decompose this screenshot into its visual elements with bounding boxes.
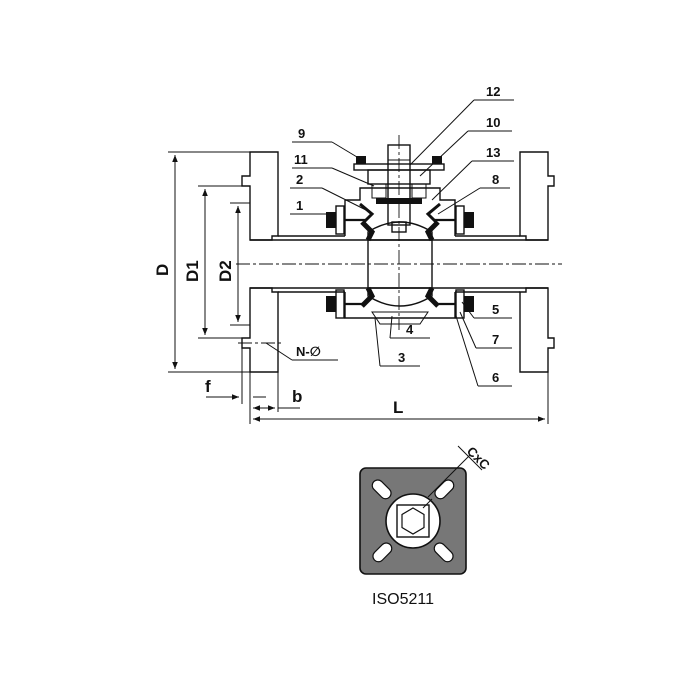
bolt-hole-leader (265, 342, 293, 361)
left-flange (241, 151, 279, 241)
ball (367, 221, 433, 307)
left-flange-lower (241, 287, 279, 373)
right-flange-lower (519, 287, 555, 373)
dim-D2-label: D2 (216, 260, 235, 282)
body-bottom-cap (371, 311, 429, 325)
callout-6: 6 (492, 370, 499, 385)
mounting-slot-bottom-left (372, 542, 393, 563)
dimension-lines (168, 151, 549, 424)
bolt-top-left (326, 205, 366, 235)
dimension-labels: D D1 D2 f b L N-∅ (153, 260, 403, 417)
callout-8: 8 (492, 172, 499, 187)
callout-labels: 12 10 13 8 9 11 2 1 4 3 5 7 6 (294, 84, 500, 385)
callout-12: 12 (486, 84, 500, 99)
packing-left (371, 183, 387, 199)
callout-1: 1 (296, 198, 303, 213)
stem-hexagon (401, 507, 425, 535)
dim-D-label: D (153, 264, 172, 276)
dim-D1-label: D1 (183, 260, 202, 282)
bolt-bottom-left (326, 289, 366, 319)
callout-7: 7 (492, 332, 499, 347)
bolt-top-right (434, 205, 474, 235)
seat-left-bottom (360, 286, 376, 308)
body-seal-left (359, 202, 375, 224)
mounting-slot-bottom-right (433, 542, 454, 563)
stem-square-label: CxC (464, 444, 493, 473)
bolt-bottom-right (434, 289, 474, 319)
callout-13: 13 (486, 145, 500, 160)
bolt-holes-label: N-∅ (296, 344, 321, 359)
callout-5: 5 (492, 302, 499, 317)
callout-10: 10 (486, 115, 500, 130)
callout-4: 4 (406, 322, 414, 337)
callout-3: 3 (398, 350, 405, 365)
iso5211-top-view: CxC ISO5211 (359, 444, 493, 608)
packing-right (411, 183, 427, 199)
lock-bolt-left (356, 156, 366, 164)
valve-section-view (236, 135, 562, 373)
body-seal-right (425, 202, 441, 224)
right-flange (519, 151, 555, 241)
callout-11: 11 (294, 152, 308, 167)
mounting-slot-top-right (434, 479, 455, 500)
callout-2: 2 (296, 172, 303, 187)
dim-f-label: f (205, 377, 211, 396)
cxc-dim-line (427, 454, 471, 498)
mounting-slot-top-left (371, 479, 392, 500)
seat-right-top (424, 220, 440, 242)
dim-L-label: L (393, 398, 403, 417)
callout-9: 9 (298, 126, 305, 141)
seat-left-top (360, 220, 376, 242)
iso-standard-label: ISO5211 (372, 591, 434, 608)
seat-right-bottom (424, 286, 440, 308)
callout-leaders (290, 99, 514, 387)
dim-b-label: b (292, 387, 302, 406)
